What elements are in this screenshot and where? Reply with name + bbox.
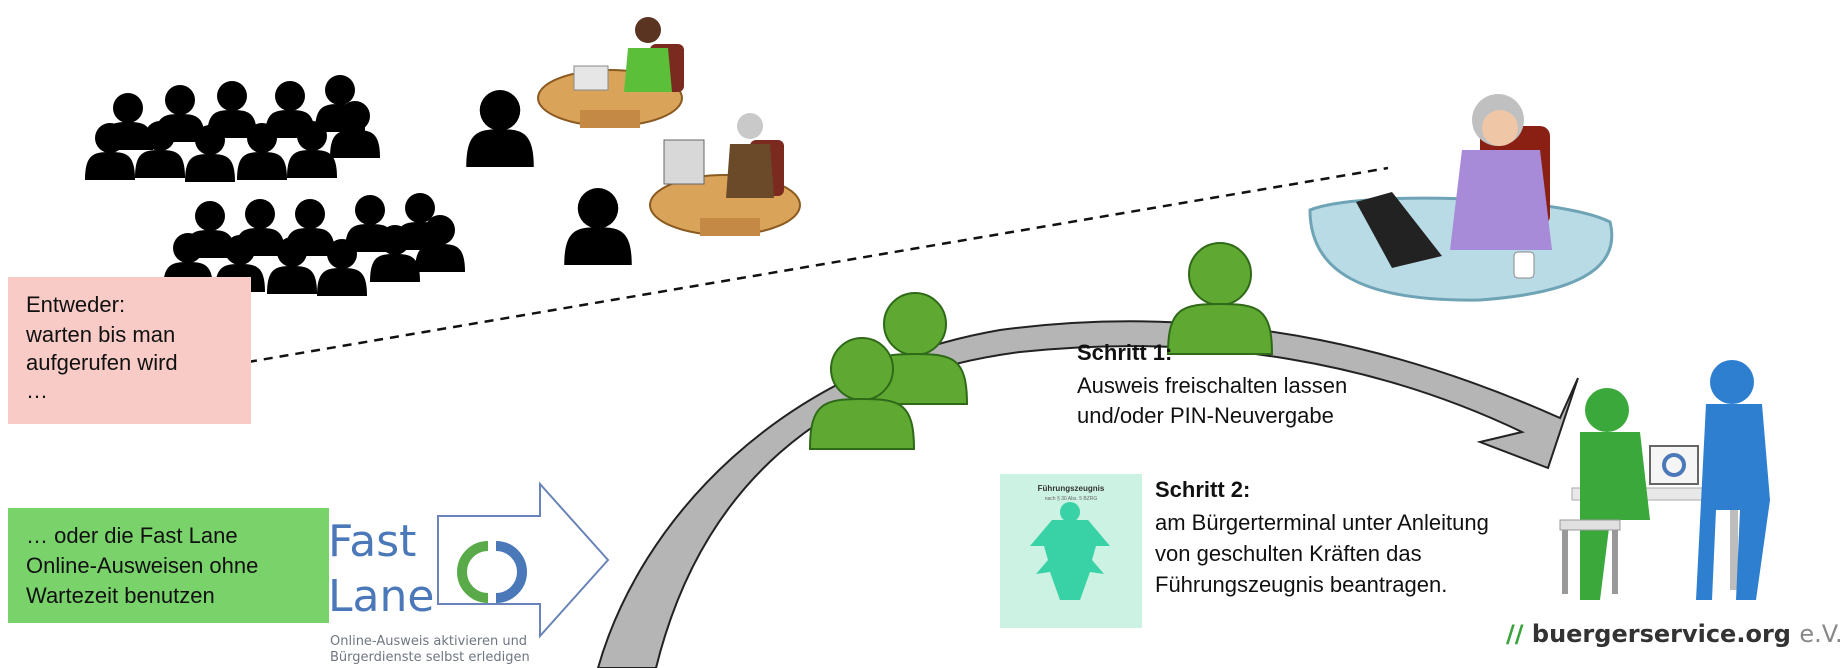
clerk-desk-1 — [537, 17, 684, 128]
clerk-desk-2 — [649, 113, 801, 236]
either-body-line-2: aufgerufen wird — [26, 350, 178, 375]
fastlane-logo-icon — [457, 541, 527, 603]
document-title: Führungszeugnis — [1037, 484, 1105, 493]
citizen-terminal — [1559, 360, 1770, 600]
or-line-1: … oder die Fast Lane — [26, 523, 238, 548]
reception-desk — [1308, 94, 1614, 302]
fuehrungszeugnis-document — [1000, 474, 1142, 628]
brand-slash: // — [1506, 620, 1524, 648]
fastlane-word-lane: Lane — [328, 571, 435, 622]
either-body-line-1: warten bis man — [26, 322, 176, 347]
green-group — [809, 292, 968, 450]
person-at-counter-1 — [466, 90, 534, 167]
step2-title: Schritt 2: — [1155, 477, 1251, 502]
or-label-box: … oder die Fast Lane Online-Ausweisen oh… — [8, 508, 329, 623]
either-label-box: Entweder: warten bis man aufgerufen wird… — [8, 277, 251, 424]
fastlane-word-fast: Fast — [328, 516, 417, 567]
step2-line-1: am Bürgerterminal unter Anleitung — [1155, 510, 1489, 535]
step1-line-2: und/oder PIN-Neuvergabe — [1077, 403, 1334, 428]
brand-suffix: e.V. — [1799, 620, 1843, 648]
green-person-step1 — [1167, 242, 1273, 355]
fastlane-arrow — [437, 481, 610, 639]
waiting-crowd-top — [85, 75, 380, 182]
or-line-3: Wartezeit benutzen — [26, 583, 215, 608]
brand-name: buergerservice.org — [1531, 620, 1791, 648]
person-at-counter-2 — [564, 188, 632, 265]
step1-title: Schritt 1: — [1077, 340, 1173, 365]
either-title: Entweder: — [26, 292, 126, 317]
fastlane-subtitle-1: Online-Ausweis aktivieren und — [330, 634, 528, 649]
brand-logo: // buergerservice.org e.V. — [1506, 620, 1843, 648]
step2-line-2: von geschulten Kräften das — [1155, 541, 1422, 566]
either-body-line-3: … — [26, 378, 48, 403]
step2-line-3: Führungszeugnis beantragen. — [1155, 572, 1448, 597]
step1-line-1: Ausweis freischalten lassen — [1077, 373, 1348, 398]
fastlane-subtitle-2: Bürgerdienste selbst erledigen — [330, 650, 530, 665]
or-line-2: Online-Ausweisen ohne — [26, 553, 259, 578]
document-subtitle: nach § 30 Abs. 5 BZRG — [1044, 496, 1098, 502]
dashed-divider — [247, 166, 1389, 364]
